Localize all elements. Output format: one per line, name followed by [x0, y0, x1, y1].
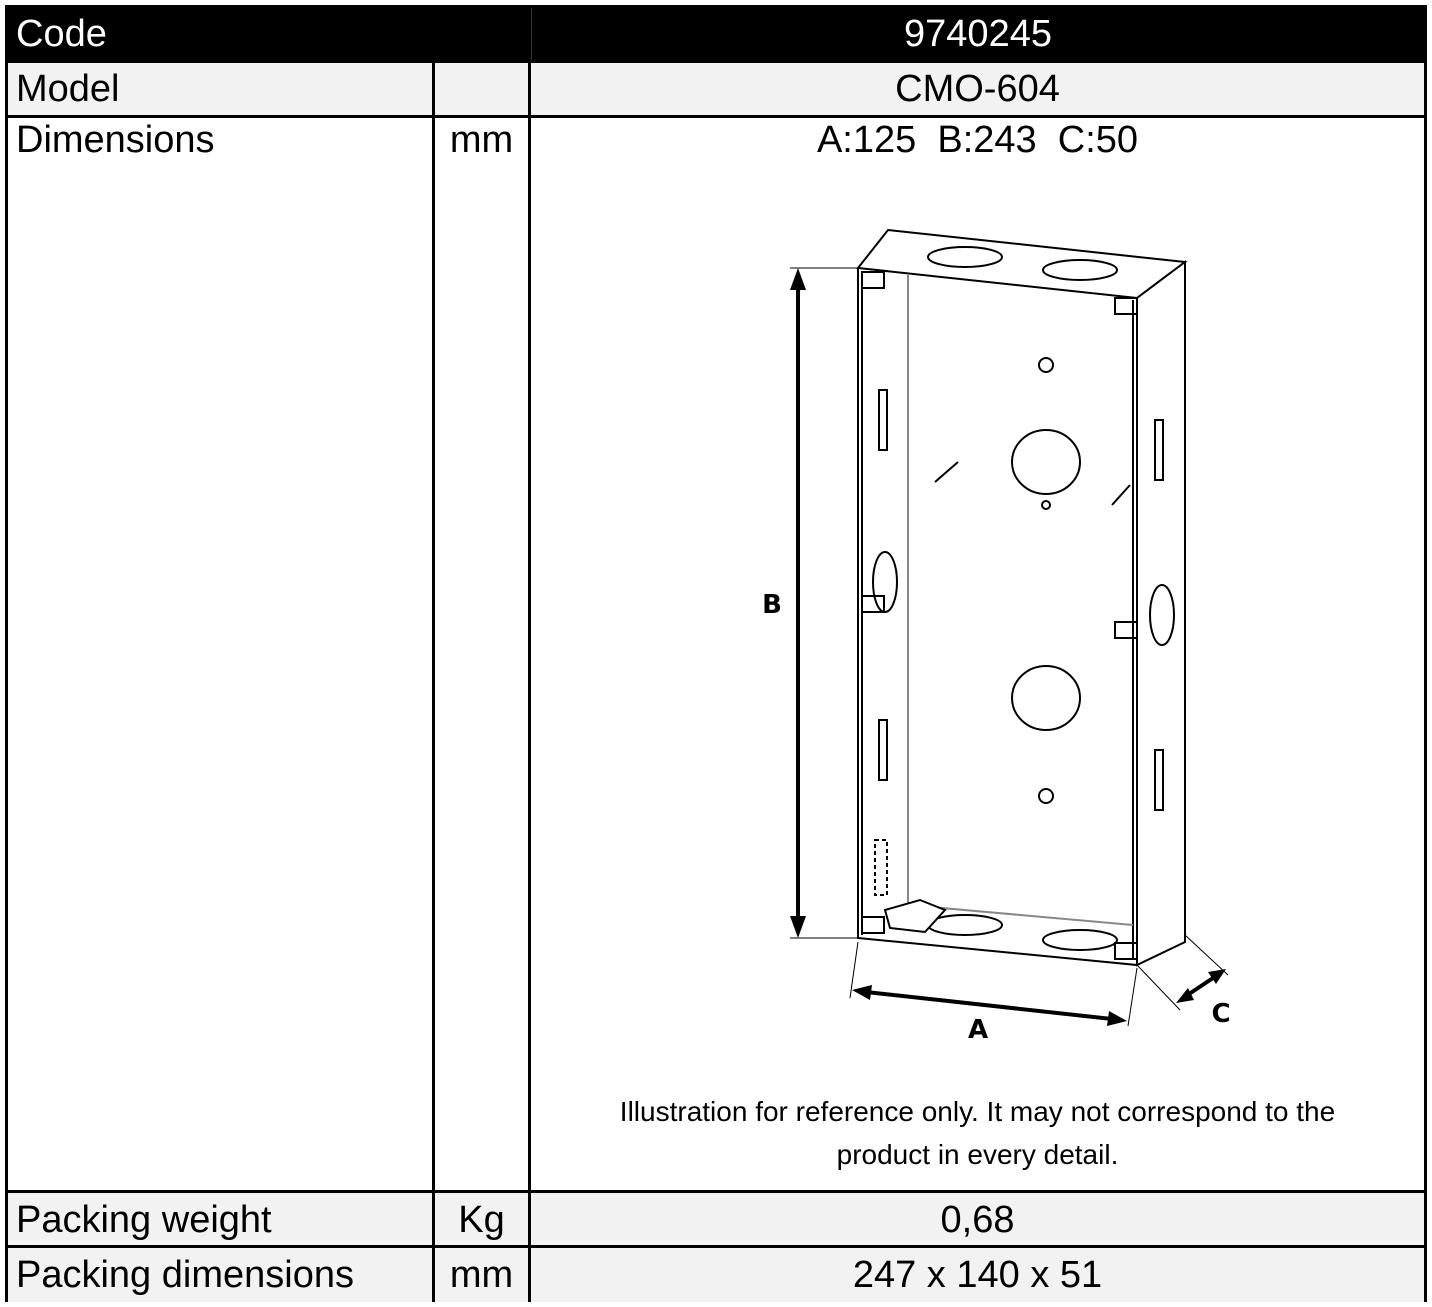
model-value: CMO-604	[895, 68, 1060, 110]
packing-dimensions-row: Packing dimensions mm 247 x 140 x 51	[8, 1248, 1424, 1302]
model-unit	[435, 63, 531, 115]
packing-weight-label: Packing weight	[8, 1193, 435, 1245]
label-a: A	[968, 1015, 988, 1045]
caption-line-1: Illustration for reference only. It may …	[619, 1096, 1336, 1127]
code-value: 9740245	[531, 8, 1424, 60]
dimensions-value: A:125 B:243 C:50	[816, 119, 1139, 161]
illustration-caption: Illustration for reference only. It may …	[523, 1090, 1432, 1176]
label-c: C	[1211, 999, 1230, 1029]
packing-dimensions-unit: mm	[435, 1248, 531, 1302]
model-label: Model	[8, 63, 435, 115]
packing-weight-value: 0,68	[940, 1199, 1015, 1241]
code-label: Code	[16, 13, 107, 55]
packing-dimensions-label: Packing dimensions	[8, 1248, 435, 1302]
dimensions-row: Dimensions mm A:125 B:243 C:50	[8, 118, 1424, 1193]
dimensions-label: Dimensions	[8, 118, 435, 1190]
spec-table: Code 9740245 Model CMO-604 Dimensions mm…	[5, 5, 1427, 1302]
packing-weight-unit: Kg	[435, 1193, 531, 1245]
code-row: Code 9740245	[8, 8, 1424, 63]
packing-dimensions-value: 247 x 140 x 51	[852, 1254, 1103, 1296]
model-row: Model CMO-604	[8, 63, 1424, 118]
packing-weight-row: Packing weight Kg 0,68	[8, 1193, 1424, 1248]
label-b: B	[762, 590, 782, 620]
dimensions-unit: mm	[435, 118, 531, 1190]
caption-line-2: product in every detail.	[836, 1139, 1119, 1170]
